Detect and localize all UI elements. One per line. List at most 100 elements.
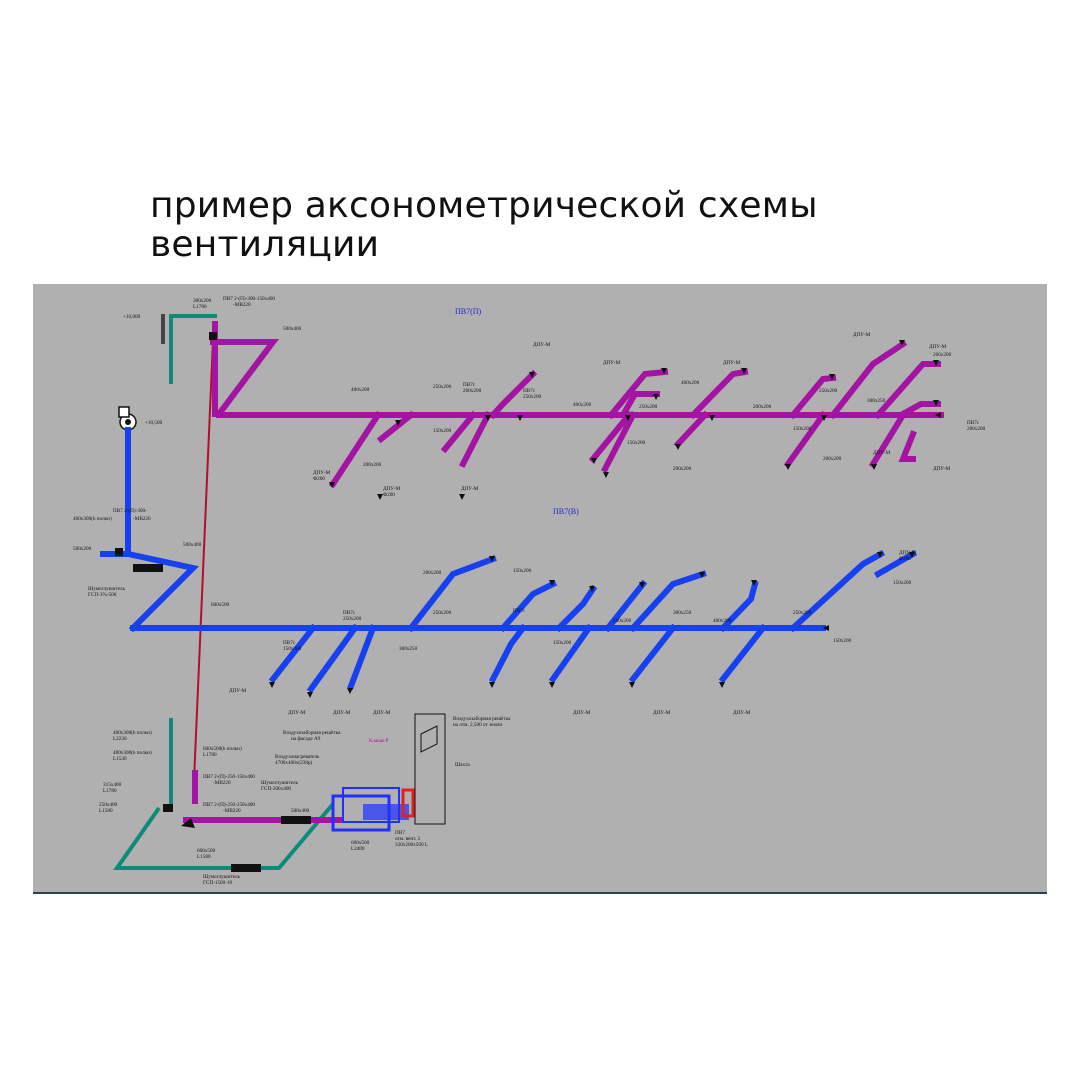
svg-text:ДПУ-М: ДПУ-М [383, 486, 401, 492]
svg-text:150x200: 150x200 [553, 640, 572, 646]
svg-text:400x300(h полки): 400x300(h полки) [113, 729, 152, 736]
svg-text:250x200: 250x200 [613, 618, 632, 624]
svg-text:500x400: 500x400 [283, 326, 302, 332]
svg-text:ДПУ-М: ДПУ-М [229, 688, 247, 694]
wall-hatch [161, 314, 165, 344]
svg-text:ДПУ-М: ДПУ-М [899, 550, 917, 556]
outdoor-air-duct-top [169, 314, 217, 384]
silencer-icon [281, 816, 311, 824]
svg-text:L1530: L1530 [113, 756, 127, 762]
supply-diffusers [329, 340, 941, 500]
svg-text:200x200: 200x200 [823, 456, 842, 462]
svg-text:+10,500: +10,500 [145, 420, 163, 426]
svg-text:ДПУ-М: ДПУ-М [603, 360, 621, 366]
svg-text:250x200: 250x200 [433, 384, 452, 390]
svg-text:Воздухонагреватель: Воздухонагреватель [275, 754, 320, 760]
svg-text:ДПУ-М: ДПУ-М [853, 332, 871, 338]
svg-text:L1780: L1780 [103, 788, 117, 794]
svg-text:400x200: 400x200 [573, 402, 592, 408]
exhaust-grilles [269, 552, 915, 698]
svg-text:-МВ220: -МВ220 [223, 808, 241, 814]
svg-text:Воздухозаборная решётка: Воздухозаборная решётка [453, 715, 511, 722]
outdoor-air-duct-bottom [113, 718, 335, 870]
page-title: пример аксонометрической схемы вентиляци… [150, 186, 818, 264]
svg-text:ДПУ-М: ДПУ-М [288, 710, 306, 716]
svg-text:250x400: 250x400 [99, 802, 118, 808]
svg-text:400x300(h полки): 400x300(h полки) [73, 515, 112, 522]
svg-text:200x200: 200x200 [753, 404, 772, 410]
svg-text:600x500(h полки): 600x500(h полки) [203, 745, 242, 752]
svg-text:200x200: 200x200 [933, 352, 952, 358]
svg-text:300x250: 300x250 [399, 646, 418, 652]
svg-text:600x500: 600x500 [351, 840, 370, 846]
exhaust-fan [118, 406, 137, 431]
unit-labels: 400x300(h полки) L2230 400x300(h полки) … [99, 715, 511, 886]
svg-text:ГСП-300x400: ГСП-300x400 [261, 786, 291, 792]
svg-text:300x250: 300x250 [867, 398, 886, 404]
system-label-supply: ПВ7(П) [455, 307, 482, 316]
svg-text:L2230: L2230 [113, 736, 127, 742]
svg-text:300x250: 300x250 [673, 610, 692, 616]
svg-text:150x200: 150x200 [833, 638, 852, 644]
silencer-icon [133, 564, 163, 572]
svg-text:ДПУ-М: ДПУ-М [333, 710, 351, 716]
svg-text:-МВ220: -МВ220 [133, 516, 151, 522]
fitting-icon [181, 818, 195, 828]
svg-text:150x200: 150x200 [433, 428, 452, 434]
svg-text:ПВ7 2-(П)-250-250x400: ПВ7 2-(П)-250-250x400 [203, 801, 255, 808]
svg-text:ПВ7 2-(П)-250-150x400: ПВ7 2-(П)-250-150x400 [203, 773, 255, 780]
svg-text:ПВ7с: ПВ7с [523, 388, 536, 394]
svg-text:ДПУ-М: ДПУ-М [533, 342, 551, 348]
air-handling-unit [331, 713, 446, 832]
exhaust-labels: 400x300(h полки) ПВ7 2-(П)-300- -МВ220 5… [73, 507, 917, 716]
svg-text:ПВ7с: ПВ7с [463, 382, 476, 388]
svg-text:500x200: 500x200 [73, 546, 92, 552]
heater-icon [401, 788, 415, 818]
svg-text:Ф200: Ф200 [383, 492, 395, 498]
svg-text:250x200: 250x200 [819, 388, 838, 394]
svg-text:ПВ7с: ПВ7с [513, 608, 526, 614]
svg-text:Воздухозаборная решётка: Воздухозаборная решётка [283, 729, 341, 736]
supply-labels: ПВ7 2-(П)-300-150x400 -МВ220 300x200 L17… [193, 295, 986, 498]
svg-text:200x200: 200x200 [363, 462, 382, 468]
page-title-line-1: пример аксонометрической схемы [150, 185, 818, 226]
svg-text:4700x400x(238р): 4700x400x(238р) [275, 759, 312, 766]
svg-text:150x200: 150x200 [283, 646, 302, 652]
ventilation-schematic: ПВ7(П) ПВ7(В) +10,800 [33, 284, 1047, 894]
svg-text:400x200: 400x200 [351, 387, 370, 393]
svg-text:200x200: 200x200 [967, 426, 986, 432]
svg-text:300x200: 300x200 [193, 298, 212, 304]
fitting-icon [115, 548, 123, 556]
svg-text:600x500: 600x500 [197, 848, 216, 854]
svg-text:600x500: 600x500 [211, 602, 230, 608]
svg-text:Клапан Р: Клапан Р [369, 739, 389, 744]
svg-text:ДПУ-М: ДПУ-М [723, 360, 741, 366]
svg-text:ПВ7 2-(П)-300-150x400: ПВ7 2-(П)-300-150x400 [223, 295, 275, 302]
fitting-icon [163, 804, 173, 812]
svg-text:ГСП-1500-10: ГСП-1500-10 [203, 880, 233, 886]
svg-text:ПВ7с: ПВ7с [967, 420, 980, 426]
svg-text:Ф200: Ф200 [899, 556, 911, 562]
svg-text:Шумоглушитель: Шумоглушитель [88, 586, 126, 592]
svg-text:315x400: 315x400 [103, 782, 122, 788]
svg-text:ДПУ-М: ДПУ-М [733, 710, 751, 716]
svg-text:150x200: 150x200 [513, 568, 532, 574]
supply-duct-network [210, 321, 944, 489]
svg-text:+10,800: +10,800 [123, 314, 141, 320]
axonometric-diagram: ПВ7(П) ПВ7(В) +10,800 [73, 295, 986, 886]
svg-text:500x400: 500x400 [183, 542, 202, 548]
svg-text:ДПУ-М: ДПУ-М [461, 486, 479, 492]
svg-text:250x200: 250x200 [433, 610, 452, 616]
damper-icon [209, 332, 217, 340]
svg-text:L1580: L1580 [197, 854, 211, 860]
svg-text:L1580: L1580 [99, 808, 113, 814]
svg-text:L2400: L2400 [351, 846, 365, 852]
page-title-line-2: вентиляции [150, 224, 380, 265]
svg-text:на отм. 2,500 от земли: на отм. 2,500 от земли [453, 722, 502, 728]
svg-text:ДПУ-М: ДПУ-М [573, 710, 591, 716]
svg-text:отм. вент. 2: отм. вент. 2 [395, 836, 421, 842]
svg-text:Шумоглушитель: Шумоглушитель [261, 780, 299, 786]
svg-text:320x200x500 L: 320x200x500 L [395, 842, 428, 848]
svg-text:ДПУ-М: ДПУ-М [653, 710, 671, 716]
svg-text:500x400: 500x400 [291, 808, 310, 814]
